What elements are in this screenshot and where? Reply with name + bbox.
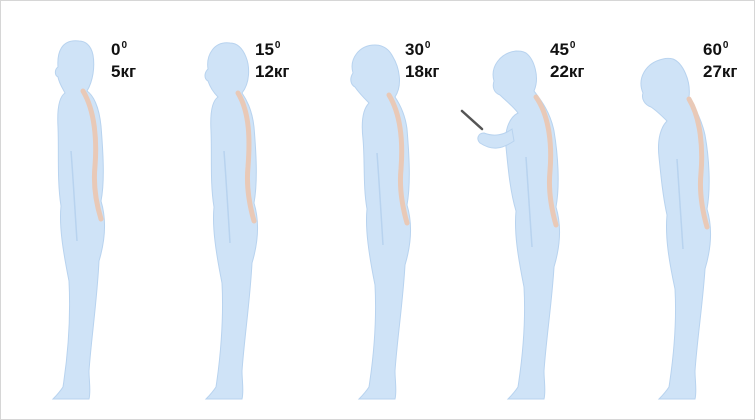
angle-label: 450 [550, 35, 585, 61]
load-label: 12кг [255, 61, 290, 83]
angle-label: 600 [703, 35, 738, 61]
angle-label: 300 [405, 35, 440, 61]
load-label: 22кг [550, 61, 585, 83]
load-label: 18кг [405, 61, 440, 83]
posture-panel-30: 300 18кг [303, 1, 454, 420]
posture-panel-45: 450 22кг [454, 1, 605, 420]
load-label: 5кг [111, 61, 136, 83]
angle-label: 00 [111, 35, 136, 61]
posture-panel-0: 00 5кг [1, 1, 152, 420]
load-label: 27кг [703, 61, 738, 83]
posture-panel-15: 150 12кг [152, 1, 303, 420]
posture-panel-60: 600 27кг [605, 1, 755, 420]
smartphone-icon [462, 111, 482, 129]
angle-label: 150 [255, 35, 290, 61]
